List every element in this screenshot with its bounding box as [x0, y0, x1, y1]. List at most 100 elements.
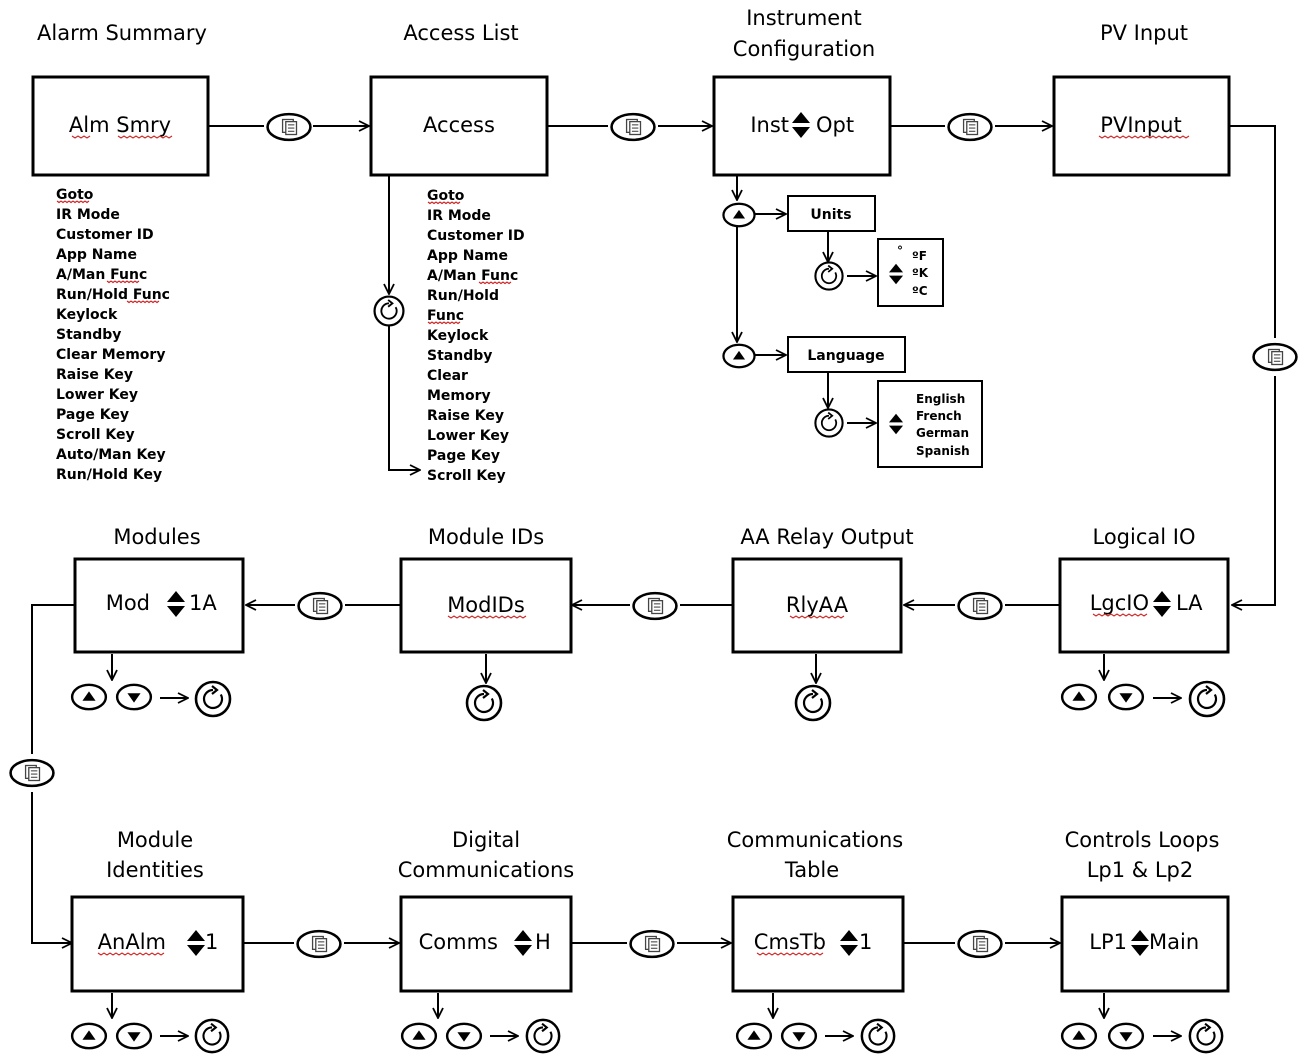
- alarm-list-item: Raise Key: [56, 367, 133, 383]
- alarm-list-item: Run/Hold Func: [56, 287, 170, 303]
- units-label: Units: [810, 207, 851, 223]
- access-box[interactable]: [369, 75, 549, 177]
- page-key-icon[interactable]: [957, 591, 1003, 621]
- raise-key-icon[interactable]: [70, 1022, 108, 1050]
- alarm-list-item: Page Key: [56, 407, 129, 423]
- lgcio-box[interactable]: [1058, 557, 1230, 654]
- access-list-item: Raise Key: [427, 408, 504, 424]
- analm-label: AnAlm: [98, 930, 166, 954]
- units-box[interactable]: [787, 195, 876, 232]
- lower-key-icon[interactable]: [445, 1022, 483, 1050]
- scroll-key-icon[interactable]: [794, 684, 832, 722]
- page-key-icon[interactable]: [947, 112, 993, 142]
- units-options-box: [877, 238, 944, 307]
- scroll-key-icon[interactable]: [860, 1018, 896, 1054]
- modids-label: ModIDs: [447, 593, 525, 617]
- units-option-f: ºF: [912, 249, 927, 263]
- access-list-item: IR Mode: [427, 208, 491, 224]
- units-option-c: ºC: [912, 284, 928, 298]
- alarm-list-item: App Name: [56, 247, 137, 263]
- raise-key-icon[interactable]: [400, 1022, 438, 1050]
- comms-value: H: [535, 930, 551, 954]
- title-access-list: Access List: [403, 21, 518, 45]
- title-module-identities-line1: Module: [117, 828, 193, 852]
- analm-box[interactable]: [70, 895, 245, 993]
- raise-key-icon[interactable]: [70, 683, 108, 711]
- access-list-item: Lower Key: [427, 428, 509, 444]
- alarm-list-item: Goto: [56, 187, 94, 203]
- scroll-key-icon[interactable]: [373, 295, 405, 327]
- access-list-item: Keylock: [427, 328, 489, 344]
- lower-key-icon[interactable]: [115, 683, 153, 711]
- pvinput-box[interactable]: [1052, 75, 1231, 177]
- title-communications-table-line2: Table: [784, 858, 839, 882]
- title-module-identities-line2: Identities: [106, 858, 204, 882]
- language-option: Spanish: [916, 444, 970, 458]
- scroll-key-icon[interactable]: [194, 680, 232, 718]
- title-modules: Modules: [113, 525, 200, 549]
- language-option: German: [916, 426, 969, 440]
- page-key-icon[interactable]: [610, 112, 656, 142]
- title-module-ids: Module IDs: [428, 525, 544, 549]
- language-box[interactable]: [787, 336, 906, 373]
- title-logical-io: Logical IO: [1093, 525, 1196, 549]
- raise-key-icon[interactable]: [1060, 1022, 1098, 1050]
- page-key-icon[interactable]: [632, 591, 678, 621]
- page-key-icon[interactable]: [266, 112, 312, 142]
- scroll-key-icon[interactable]: [194, 1018, 230, 1054]
- inst-opt-box[interactable]: [712, 75, 892, 177]
- alm-smry-box[interactable]: [31, 75, 210, 177]
- alarm-list-item: Scroll Key: [56, 427, 135, 443]
- scroll-key-icon[interactable]: [525, 1018, 561, 1054]
- access-list-item: Customer ID: [427, 228, 525, 244]
- scroll-key-icon[interactable]: [1188, 680, 1226, 718]
- page-key-icon[interactable]: [297, 591, 343, 621]
- mod-box[interactable]: [73, 557, 245, 654]
- page-key-icon[interactable]: [957, 929, 1003, 959]
- lp1-value: Main: [1149, 930, 1199, 954]
- alarm-list-item: Clear Memory: [56, 347, 165, 363]
- access-list-item: A/Man Func: [427, 268, 518, 284]
- raise-key-icon[interactable]: [735, 1022, 773, 1050]
- units-option-k: ºK: [912, 266, 929, 280]
- title-aa-relay-output: AA Relay Output: [740, 525, 913, 549]
- title-alarm-summary: Alarm Summary: [37, 21, 207, 45]
- scroll-key-icon[interactable]: [814, 261, 844, 291]
- lower-key-icon[interactable]: [780, 1022, 818, 1050]
- access-list-item: Func: [427, 308, 464, 324]
- alarm-list-item: A/Man Func: [56, 267, 147, 283]
- scroll-key-icon[interactable]: [814, 408, 844, 438]
- cmstb-box[interactable]: [731, 895, 905, 993]
- lp1-label: LP1: [1089, 930, 1127, 954]
- raise-key-icon[interactable]: [722, 343, 756, 369]
- language-option: English: [916, 392, 965, 406]
- alarm-list-item: Customer ID: [56, 227, 154, 243]
- lp1-box[interactable]: [1060, 895, 1230, 993]
- access-list-item: Memory: [427, 388, 491, 404]
- alarm-list-item: Run/Hold Key: [56, 467, 162, 483]
- page-key-icon[interactable]: [9, 758, 55, 788]
- lower-key-icon[interactable]: [1107, 683, 1145, 711]
- raise-key-icon[interactable]: [722, 202, 756, 228]
- lower-key-icon[interactable]: [1107, 1022, 1145, 1050]
- title-control-loops-line1: Controls Loops: [1065, 828, 1220, 852]
- scroll-key-icon[interactable]: [1188, 1018, 1224, 1054]
- access-list-item: Clear: [427, 368, 468, 384]
- page-key-icon[interactable]: [296, 929, 342, 959]
- alarm-list-item: Lower Key: [56, 387, 138, 403]
- scroll-key-icon[interactable]: [465, 684, 503, 722]
- analm-value: 1: [205, 930, 218, 954]
- raise-key-icon[interactable]: [1060, 683, 1098, 711]
- modids-box[interactable]: [399, 557, 573, 654]
- access-list-item: Standby: [427, 348, 492, 364]
- comms-label: Comms: [419, 930, 498, 954]
- access-label: Access: [423, 113, 495, 137]
- lower-key-icon[interactable]: [115, 1022, 153, 1050]
- title-pv-input: PV Input: [1100, 21, 1188, 45]
- page-key-icon[interactable]: [1252, 342, 1298, 372]
- page-key-icon[interactable]: [629, 929, 675, 959]
- comms-box[interactable]: [399, 895, 573, 993]
- access-list-item: Run/Hold: [427, 288, 499, 304]
- rlyaa-label: RlyAA: [786, 593, 849, 617]
- rlyaa-box[interactable]: [731, 557, 903, 654]
